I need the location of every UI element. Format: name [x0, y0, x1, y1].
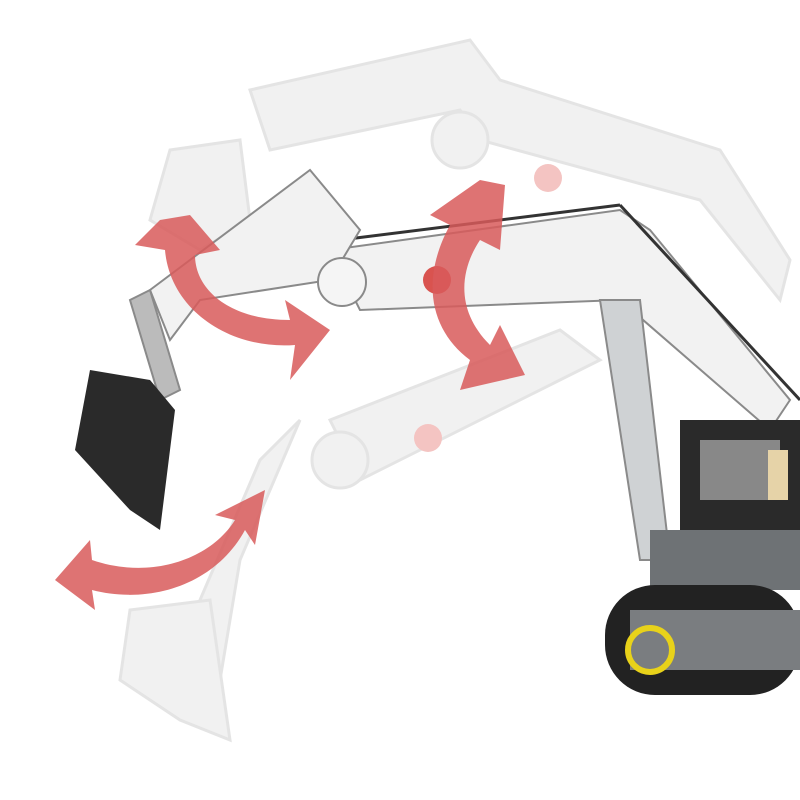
- rotate-arrow-icon: [135, 215, 330, 380]
- excavator-body: [605, 420, 800, 695]
- ghost-arm-lower: [118, 328, 603, 743]
- ghost-logo: [534, 164, 562, 192]
- hook: [625, 625, 675, 675]
- bucket: [75, 370, 175, 530]
- rotate-arrow-icon: [430, 180, 525, 390]
- motion-arrows: [55, 180, 525, 610]
- rotate-arrow-icon: [55, 490, 265, 610]
- ghost-logo: [414, 424, 442, 452]
